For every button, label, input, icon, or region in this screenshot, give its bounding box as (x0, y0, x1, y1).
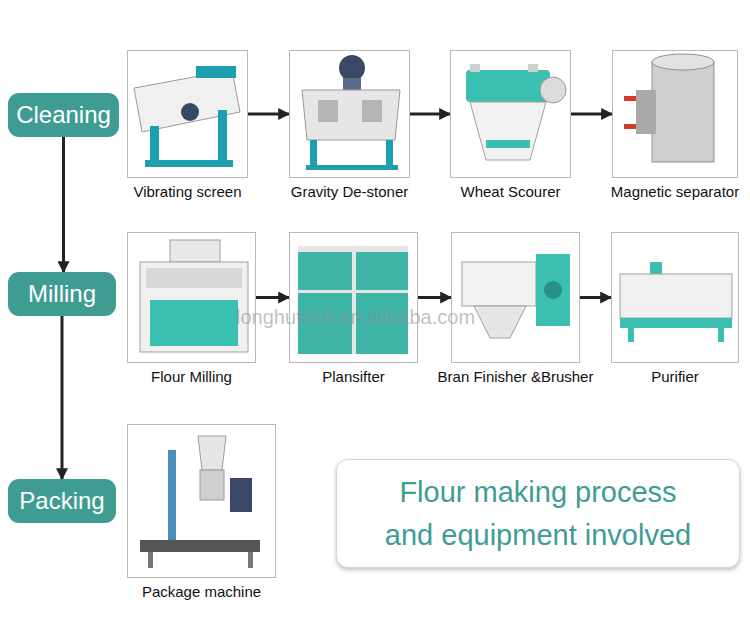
flow-arrow (571, 113, 612, 116)
note-text: Flour making process and equipment invol… (373, 471, 703, 555)
flow-arrow (418, 296, 451, 299)
destoner-picture (302, 55, 400, 170)
equipment-caption: Purifier (651, 368, 699, 385)
equipment-frame: Plansifter (289, 232, 418, 363)
packer-picture (140, 436, 260, 568)
flow-arrow (248, 113, 289, 116)
stage-label: Milling (28, 280, 96, 308)
note-box: Flour making process and equipment invol… (336, 459, 740, 568)
equipment-caption: Bran Finisher &Brusher (438, 368, 594, 385)
plansifter-picture (298, 246, 408, 354)
equipment-frame: Purifier (611, 232, 739, 363)
equipment-frame: Bran Finisher &Brusher (451, 232, 580, 363)
stage-label: Cleaning (16, 101, 111, 129)
magnet-picture (624, 54, 714, 162)
equipment-frame: Gravity De-stoner (289, 50, 410, 178)
equipment-caption: Vibrating screen (133, 183, 241, 200)
stage-box: Cleaning (8, 93, 119, 137)
equipment-frame: Vibrating screen (127, 50, 248, 178)
equipment-frame: Flour Milling (127, 232, 256, 363)
roller-mill-picture (140, 240, 248, 352)
stage-box: Milling (8, 272, 116, 316)
scourer-picture (466, 64, 566, 160)
equipment-frame: Magnetic separator (612, 50, 738, 178)
equipment-caption: Package machine (142, 583, 261, 600)
bran-finisher-picture (462, 254, 570, 338)
equipment-caption: Gravity De-stoner (291, 183, 409, 200)
flow-arrow (580, 296, 611, 299)
purifier-picture (620, 262, 732, 342)
watermark: longhutech.en.alibaba.com (236, 306, 475, 329)
equipment-caption: Plansifter (322, 368, 385, 385)
flow-arrow (61, 316, 64, 479)
vibrating-screen-picture (134, 66, 240, 167)
flow-arrow (410, 113, 450, 116)
equipment-caption: Wheat Scourer (460, 183, 560, 200)
equipment-frame: Package machine (127, 424, 276, 578)
stage-box: Packing (8, 479, 116, 523)
flow-arrow (256, 296, 289, 299)
equipment-caption: Flour Milling (151, 368, 232, 385)
equipment-frame: Wheat Scourer (450, 50, 571, 178)
flow-arrow (62, 137, 65, 272)
equipment-caption: Magnetic separator (611, 183, 739, 200)
stage-label: Packing (19, 487, 104, 515)
